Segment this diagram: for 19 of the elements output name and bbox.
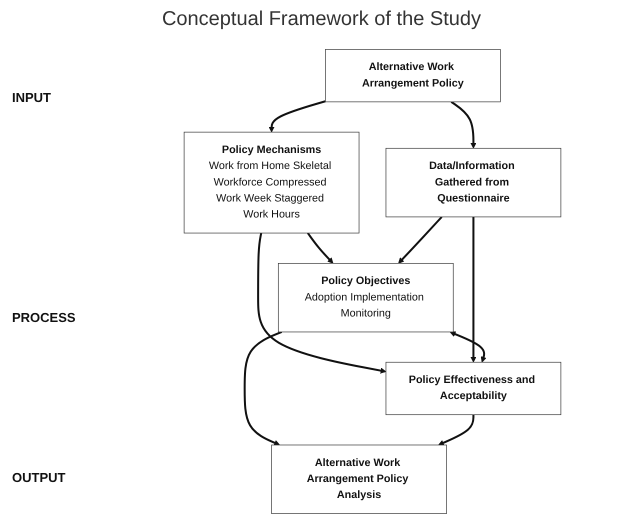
arrow	[306, 232, 334, 264]
arrow	[398, 216, 442, 264]
node-box: Data/Information Gathered from Questionnaire	[386, 148, 562, 218]
arrow	[470, 216, 476, 362]
diagram-title: Conceptual Framework of the Study	[160, 8, 482, 31]
stage-label: PROCESS	[12, 310, 76, 325]
arrow	[450, 331, 486, 362]
node-box: Alternative Work Arrangement Policy Analysis	[271, 444, 447, 514]
arrow	[268, 100, 326, 132]
stage-label: INPUT	[12, 90, 51, 105]
arrow	[244, 331, 282, 446]
arrow	[257, 232, 386, 374]
node-box: Policy Mechanisms Work from Home Skeletal Workforce Compressed Work Week Staggered Work Hours	[184, 132, 360, 234]
arrow	[450, 101, 476, 149]
stage-label: OUTPUT	[12, 470, 66, 485]
arrow	[438, 414, 474, 446]
node-box: Policy Effectiveness and Acceptability	[386, 362, 562, 416]
node-box: Policy Objectives Adoption Implementation Monitoring	[278, 263, 454, 332]
node-box: Alternative Work Arrangement Policy	[325, 49, 501, 102]
